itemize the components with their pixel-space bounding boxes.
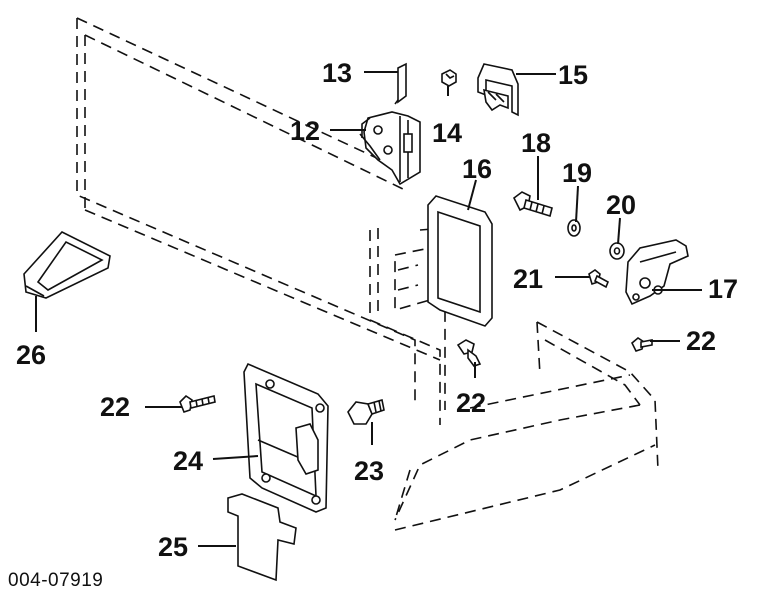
part-16-seal <box>427 195 493 327</box>
part-13-rod <box>394 62 407 105</box>
body-side-outline <box>394 321 659 531</box>
part-15-bracket <box>477 63 519 117</box>
callout-20: 20 <box>606 190 636 220</box>
part-12-latch <box>359 111 421 186</box>
callout-15: 15 <box>558 60 588 90</box>
callout-18: 18 <box>521 128 551 158</box>
part-26-wedge <box>23 231 111 299</box>
callout-26: 26 <box>16 340 46 370</box>
part-22-screw-left <box>179 394 216 413</box>
callout-17: 17 <box>708 274 738 304</box>
part-20-washer <box>609 242 625 260</box>
part-19-washer <box>567 219 581 237</box>
callout-14: 14 <box>432 118 462 148</box>
callout-23: 23 <box>354 456 384 486</box>
figure-code: 004-07919 <box>8 570 103 591</box>
callout-22-center: 22 <box>456 388 486 418</box>
tailgate-outline <box>76 17 446 425</box>
callout-21: 21 <box>513 264 543 294</box>
part-22-screw-right <box>631 337 653 352</box>
callout-13: 13 <box>322 58 352 88</box>
callout-12: 12 <box>290 116 320 146</box>
part-22-screw-center <box>456 339 482 367</box>
part-24-plate <box>243 362 329 513</box>
part-18-bolt <box>512 191 553 218</box>
callouts: 13 14 15 12 16 18 19 20 21 17 22 22 22 2… <box>16 58 738 562</box>
part-25-pad <box>227 493 297 582</box>
callout-22-left: 22 <box>100 392 130 422</box>
part-21-screw <box>588 269 610 289</box>
part-17-hinge <box>625 239 689 306</box>
callout-24: 24 <box>173 446 203 476</box>
callout-22-right: 22 <box>686 326 716 356</box>
callout-19: 19 <box>562 158 592 188</box>
part-23-hex-bolt <box>347 398 385 425</box>
part-14-clip <box>441 69 457 87</box>
callout-16: 16 <box>462 154 492 184</box>
callout-25: 25 <box>158 532 188 562</box>
leader-lines <box>35 71 702 547</box>
